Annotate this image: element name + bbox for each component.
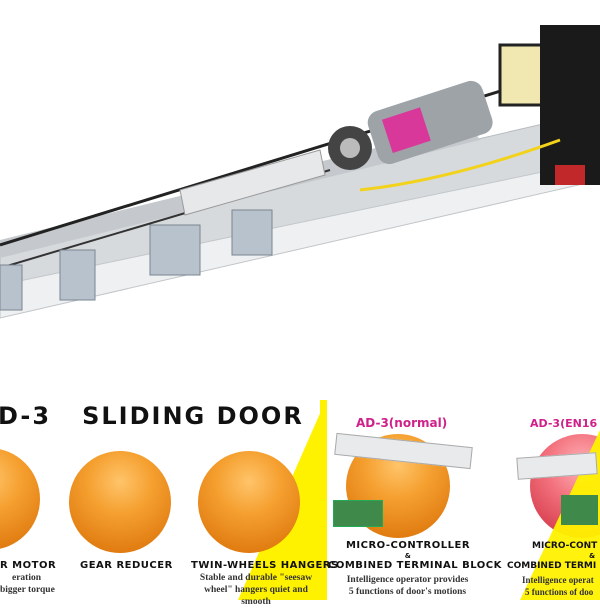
controller-desc-normal: Intelligence operator provides 5 functio…	[330, 574, 485, 598]
hangers	[0, 209, 273, 311]
feature-label-motor: R MOTOR	[0, 560, 57, 571]
desc-line: 5 functions of doo	[525, 587, 594, 597]
yellow-band	[320, 400, 327, 600]
page-title: D-3 SLIDING DOOR	[0, 402, 304, 430]
controller-desc-en16: Intelligence operat 5 functions of doo	[522, 574, 594, 598]
feature-desc-motor: eration bigger torque	[0, 572, 55, 596]
controller-label-normal: MICRO-CONTROLLER & COMBINED TERMINAL BLO…	[328, 540, 502, 571]
feature-desc-hangers: Stable and durable "seesaw wheel" hanger…	[196, 572, 316, 608]
desc-line: bigger torque	[0, 585, 55, 595]
desc-line: 5 functions of door's motions	[348, 587, 467, 597]
model-normal: AD-3(normal)	[356, 416, 448, 430]
gearbox-housing	[540, 25, 600, 185]
amp: &	[589, 552, 596, 560]
hangers-ball	[198, 451, 300, 553]
desc-line: Intelligence operator provides	[346, 575, 469, 585]
controller-box	[179, 149, 326, 216]
desc-line: Stable and durable "seesaw	[199, 573, 313, 583]
label-line: COMBINED TERMINAL BLOCK	[328, 560, 502, 571]
amp: &	[404, 552, 412, 560]
terminal-block	[333, 500, 383, 527]
desc-line: Intelligence operat	[522, 575, 594, 585]
motor-ball	[0, 449, 40, 549]
label-line: MICRO-CONT	[532, 541, 598, 551]
label-line: COMBINED TERMI	[507, 561, 597, 571]
door-operator-photo	[0, 25, 600, 319]
label-line: MICRO-CONTROLLER	[345, 540, 471, 551]
rail-face	[0, 159, 600, 319]
motor-label	[381, 107, 431, 154]
feature-label-hangers: TWIN-WHEELS HANGERS	[191, 560, 339, 571]
cable	[359, 138, 561, 192]
desc-line: eration	[12, 573, 42, 583]
model-en16: AD-3(EN16	[530, 417, 598, 430]
desc-line: wheel" hangers quiet and	[204, 585, 308, 595]
gearbox-base	[555, 165, 585, 185]
feature-label-gear-reducer: GEAR REDUCER	[80, 560, 173, 571]
controller-label-en16: MICRO-CONT & COMBINED TERMI	[507, 541, 597, 571]
desc-line: smooth	[241, 597, 271, 607]
pulley-hub	[340, 138, 360, 158]
gear-reducer-ball	[69, 451, 171, 553]
terminal-block	[561, 495, 598, 525]
